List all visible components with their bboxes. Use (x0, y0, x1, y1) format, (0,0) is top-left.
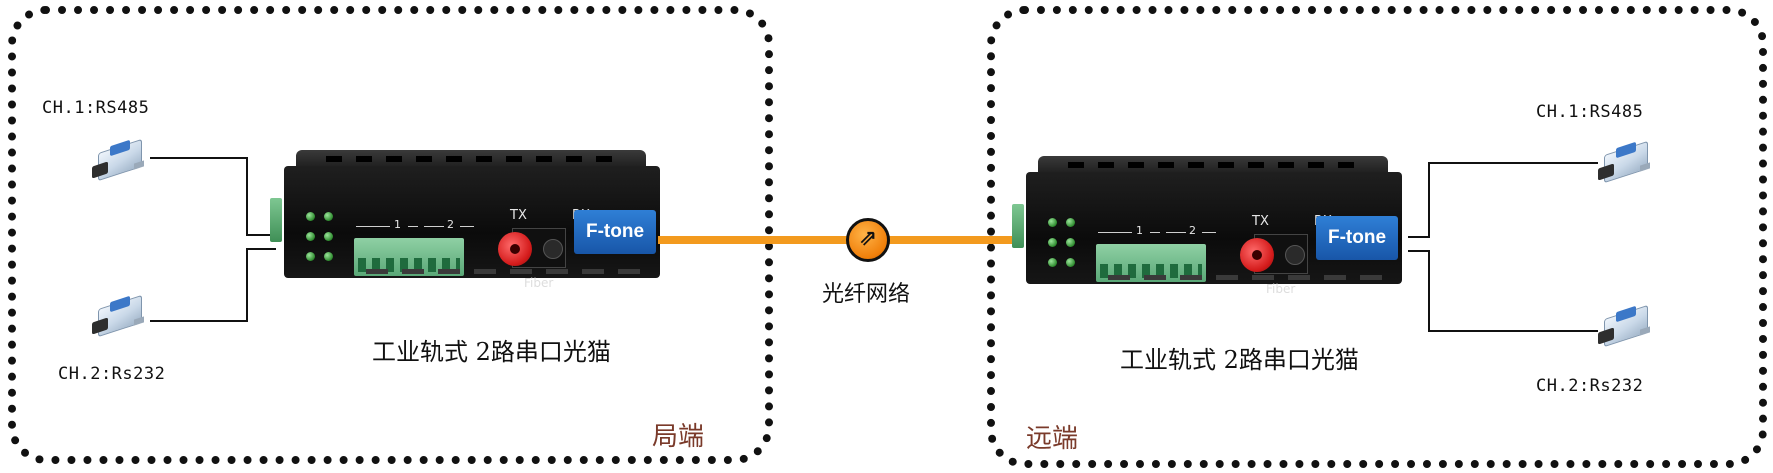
remote-fiber-label: Fiber (1266, 282, 1296, 296)
remote-region-label: 远端 (1026, 424, 1079, 454)
local-wire-ch1-h2 (246, 234, 276, 236)
local-brand-logo: F-tone (574, 210, 656, 254)
local-wire-ch2-h (150, 320, 247, 322)
local-ch2-label: CH.2:Rs232 (58, 364, 166, 384)
remote-rs485-converter-icon (1596, 140, 1654, 184)
remote-ch1-label: CH.1:RS485 (1536, 102, 1644, 122)
fiber-network-label: 光纤网络 (822, 282, 911, 307)
fiber-link-line (658, 236, 1018, 244)
remote-wire-ch2-h (1428, 330, 1524, 332)
local-device: 1 2 TX RX Fiber F-tone (270, 150, 668, 290)
local-wire-ch2-v (246, 248, 248, 322)
remote-port2-label: 2 (1189, 224, 1196, 237)
remote-rs232-converter-icon (1596, 304, 1654, 348)
local-port1-label: 1 (394, 218, 401, 231)
local-side-terminal (270, 198, 282, 242)
local-port2-label: 2 (447, 218, 454, 231)
local-ch1-label: CH.1:RS485 (42, 98, 150, 118)
remote-wire-ch1-h3 (1524, 162, 1598, 164)
remote-brand-logo: F-tone (1316, 216, 1398, 260)
local-region-label: 局端 (652, 422, 705, 452)
remote-tx-label: TX (1252, 214, 1269, 229)
local-tx-port (498, 232, 532, 266)
local-wire-ch1-v (246, 157, 248, 235)
remote-wire-ch1-h2 (1408, 236, 1430, 238)
remote-device-caption: 工业轨式 2路串口光猫 (1120, 346, 1359, 374)
remote-wire-ch2-h3 (1524, 330, 1598, 332)
remote-tx-port (1240, 238, 1274, 272)
fiber-arrows-icon: ⇗ (846, 218, 890, 262)
local-fiber-label: Fiber (524, 276, 554, 290)
remote-ch2-label: CH.2:Rs232 (1536, 376, 1644, 396)
remote-device: 1 2 TX RX Fiber F-tone (1012, 156, 1410, 296)
local-led-panel (306, 196, 346, 276)
remote-wire-ch2-h2 (1408, 250, 1430, 252)
remote-led-panel (1048, 202, 1088, 282)
local-rs485-converter-icon (90, 138, 148, 182)
remote-wire-ch1-v (1428, 162, 1430, 238)
local-tx-label: TX (510, 208, 527, 223)
remote-wire-ch1-h (1428, 162, 1524, 164)
remote-side-terminal (1012, 204, 1024, 248)
local-device-caption: 工业轨式 2路串口光猫 (372, 338, 611, 366)
remote-wire-ch2-v (1428, 250, 1430, 332)
local-wire-ch2-h2 (246, 248, 276, 250)
local-region (8, 6, 773, 464)
local-rs232-converter-icon (90, 294, 148, 338)
local-wire-ch1-h (150, 157, 247, 159)
remote-port1-label: 1 (1136, 224, 1143, 237)
